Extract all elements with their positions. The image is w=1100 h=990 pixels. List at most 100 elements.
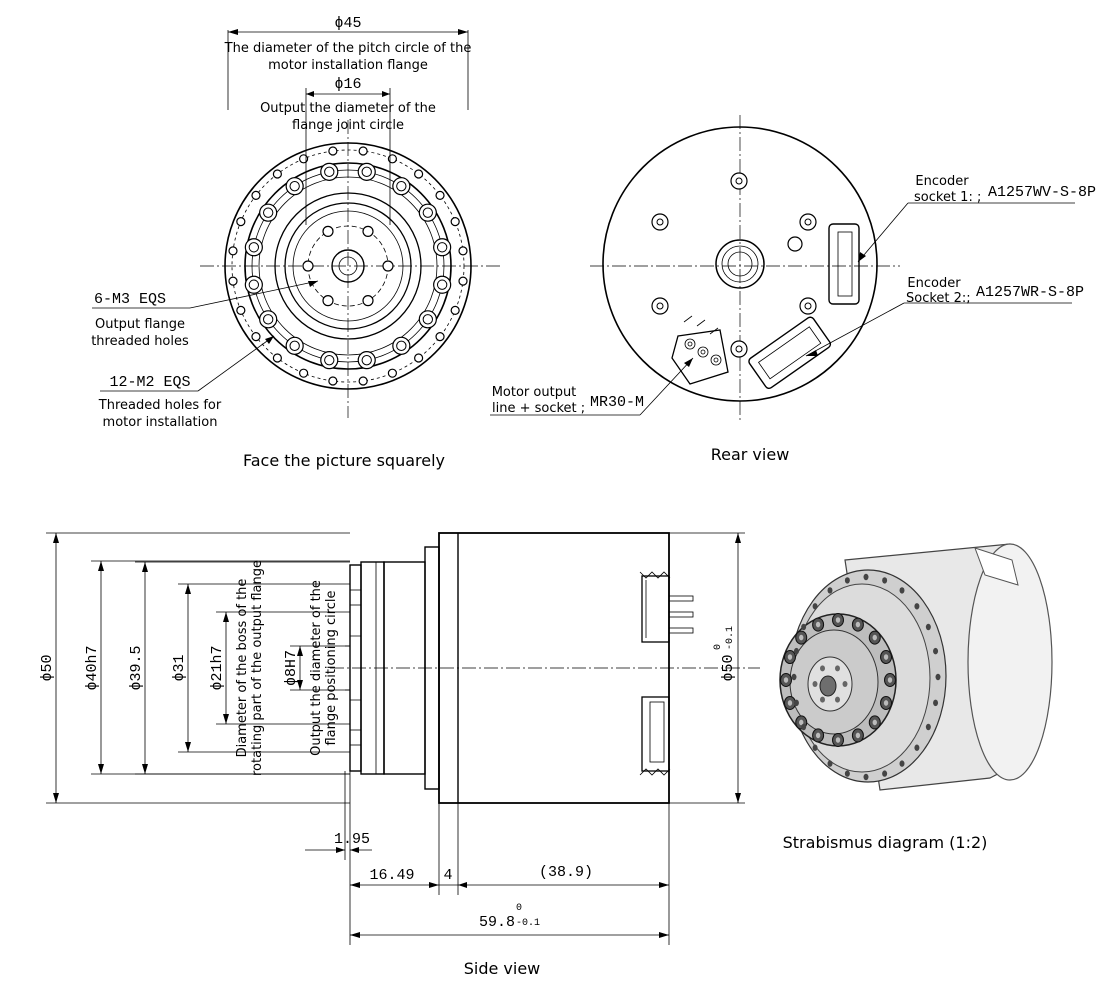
bolt-head-hole-inner [361,166,372,178]
iso-flange-hole [842,681,848,687]
bolt-head-hole [392,336,411,355]
rear-mount-hole [730,172,748,190]
outer-ring-hole [458,276,468,286]
iso-outer-hole [827,760,833,767]
iso-bolt-socket [835,617,841,623]
iso-outer-hole [793,699,799,707]
outer-ring-hole [387,154,397,164]
encoder-2-label-b: Socket 2:; [906,291,971,306]
iso-outer-hole [899,587,905,594]
output-flange-hole [322,295,334,307]
dim-d8h7: ϕ8H7 [283,650,300,686]
iso-outer-hole [914,603,920,610]
outer-ring-hole [450,305,460,315]
outer-ring-hole [358,146,368,156]
bolt-head-hole-inner [248,242,260,253]
rear-mount-hole-inner [656,302,664,310]
dim-59-8-sup: 0 [516,903,522,914]
rear-mount-hole-inner [804,302,812,310]
dim-d50: ϕ50 [39,654,56,681]
iso-bolt-socket [799,719,804,726]
holes-m3-label: 6-M3 EQS [94,291,166,308]
dim-16-49: 16.49 [369,867,414,884]
iso-bolt-socket [787,700,793,706]
iso-flange-hole [820,665,825,672]
iso-view-caption: Strabismus diagram (1:2) [783,833,988,852]
arrow-head [223,714,229,724]
iso-outer-hole [812,603,818,610]
iso-outer-hole [933,699,939,707]
holes-m2-label: 12-M2 EQS [109,374,190,391]
iso-bolt-socket [835,737,841,743]
encoder-1-part: A1257WV-S-8P [988,184,1096,201]
encoder-1-label-a: Encoder [915,174,969,189]
output-flange-hole [362,225,374,237]
rear-mount-hole-inner [656,218,664,226]
m3-note-2: threaded holes [91,334,189,349]
output-flange-hole [382,260,394,272]
pitch-circle-note-1: The diameter of the pitch circle of the [224,41,472,56]
outer-ring-hole [228,276,238,286]
outer-ring-hole [299,368,309,378]
arrow-head [223,612,229,622]
rear-mount-hole [651,213,669,231]
encoder-2-label-a: Encoder [907,276,961,291]
joint-circle-note-1: Output the diameter of the [260,101,436,116]
arrow-head [142,562,148,572]
iso-outer-hole [801,723,807,731]
side-view-caption: Side view [464,959,541,978]
iso-outer-hole [801,623,807,631]
iso-outer-hole [882,770,888,777]
dim-4: 4 [443,867,452,884]
iso-outer-hole [914,744,920,751]
iso-view: Strabismus diagram (1:2) [779,543,1053,852]
outer-ring-hole [236,217,246,227]
iso-outer-hole [882,577,888,584]
bolt-head-hole [418,203,437,222]
iso-outer-hole [899,760,905,767]
rear-mount-hole [799,213,817,231]
rear-mount-hole [730,340,748,358]
bolt-head-hole-inner [422,207,433,218]
boss-note-2: rotating part of the output flange [250,560,265,776]
iso-outer-hole [812,744,818,751]
dim-1-95: 1.95 [334,831,370,848]
bolt-head-hole [244,238,263,257]
bolt-head-hole-inner [263,207,274,218]
arrow-head [297,646,303,656]
iso-bolt-socket [783,677,789,683]
bolt-head-hole [357,162,376,181]
motor-socket-label-b: line + socket ; [492,401,585,416]
bolt-head-hole [244,275,263,294]
outer-ring-hole [414,169,424,179]
outer-ring-hole [387,368,397,378]
dim-d40h7: ϕ40h7 [84,645,101,690]
iso-bolt-socket [872,719,877,726]
iso-bolt-socket [883,654,889,660]
motor-socket-part: MR30-M [590,394,644,411]
dim-d395: ϕ39.5 [128,645,145,690]
pitch-circle-note-2: motor installation flange [268,58,428,73]
iso-outer-hole [935,673,941,681]
output-flange-hole [322,225,334,237]
outer-ring-hole [228,246,238,256]
dim-pitch-circle: ϕ45 [334,15,361,32]
iso-bolt-socket [799,634,804,641]
iso-outer-hole [844,577,850,584]
motor-socket-label-a: Motor output [492,385,577,400]
iso-outer-hole [863,773,869,781]
iso-bolt-socket [855,732,861,739]
bolt-head-hole-inner [263,314,274,325]
dim-d50-tol-sub: -0.1 [725,626,736,650]
output-flange-hole [302,260,314,272]
bolt-head-hole [259,203,278,222]
bolt-head-hole [320,351,339,370]
arrow-head [185,584,191,594]
m3-note-1: Output flange [95,317,185,332]
iso-bolt-socket [883,700,889,706]
rear-view-caption: Rear view [711,445,790,464]
iso-outer-hole [925,723,931,731]
iso-bolt-socket [872,634,877,641]
boss-note-1: Diameter of the boss of the [235,579,250,758]
iso-flange-hole [835,665,840,672]
